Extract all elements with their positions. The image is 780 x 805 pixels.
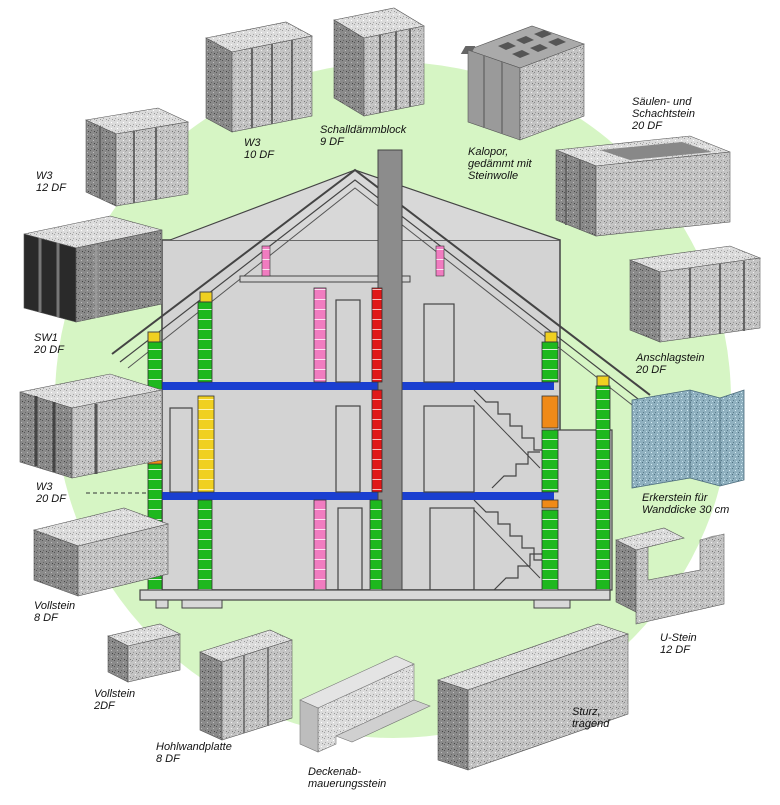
block-w3-20df [19, 373, 163, 479]
block-sw1 [23, 215, 163, 323]
label-line: Hohlwandplatte [156, 741, 232, 753]
label-line: 2DF [94, 700, 115, 712]
label-line: Deckenab- [308, 766, 362, 778]
label-line: W3 [36, 170, 53, 182]
label-line: 20 DF [34, 344, 64, 356]
block-anschlag [628, 245, 762, 343]
label-vollstein-2df: Vollstein 2DF [94, 688, 135, 712]
label-line: gedämmt mit [468, 158, 532, 170]
label-line: SW1 [34, 332, 58, 344]
label-line: Vollstein [34, 600, 76, 612]
label-line: Säulen- und [632, 96, 692, 108]
block-w3-10df [205, 21, 313, 133]
label-line: 12 DF [36, 182, 66, 194]
label-line: Sturz, [572, 706, 601, 718]
block-ustein [615, 527, 725, 625]
label-w3-10df: W3 10 DF [244, 137, 274, 161]
label-line: mauerungsstein [308, 778, 387, 790]
label-line: 8 DF [34, 612, 58, 624]
block-w3-12df [84, 107, 190, 207]
label-line: Kalopor, [468, 146, 509, 158]
label-line: 20 DF [636, 364, 666, 376]
label-schalldaemmblock: Schalldämmblock 9 DF [320, 124, 406, 148]
label-line: U-Stein [660, 632, 697, 644]
block-erker [631, 389, 745, 489]
block-decken [299, 655, 431, 753]
label-line: Erkerstein für [642, 492, 708, 504]
house-cross-section [86, 149, 651, 609]
label-line: W3 [244, 137, 261, 149]
label-line: Steinwolle [468, 170, 519, 182]
block-vollstein-2df [107, 623, 181, 683]
label-decken: Deckenab- mauerungsstein [308, 766, 386, 790]
label-line: 9 DF [320, 136, 344, 148]
label-line: 20 DF [36, 493, 66, 505]
floor-slab-upper [148, 382, 554, 390]
label-line: Anschlagstein [636, 352, 705, 364]
floor-slab-lower [148, 492, 554, 500]
label-w3-20df: W3 20 DF [36, 481, 66, 505]
label-erker: Erkerstein für Wanddicke 30 cm [642, 492, 729, 516]
label-hohlwand: Hohlwandplatte 8 DF [156, 741, 232, 765]
block-saeulen [555, 135, 731, 237]
label-anschlag: Anschlagstein 20 DF [636, 352, 705, 376]
label-line: Schalldämmblock [320, 124, 407, 136]
block-hohlwand [199, 629, 293, 741]
label-line: W3 [36, 481, 53, 493]
label-vollstein-8df: Vollstein 8 DF [34, 600, 75, 624]
label-sturz: Sturz, tragend [572, 706, 609, 730]
label-sw1: SW1 20 DF [34, 332, 64, 356]
label-w3-12df: W3 12 DF [36, 170, 66, 194]
label-line: tragend [572, 718, 610, 730]
label-saeulen: Säulen- und Schachtstein 20 DF [632, 96, 695, 132]
block-vollstein-8df [32, 507, 170, 597]
label-ustein: U-Stein 12 DF [660, 632, 697, 656]
label-line: Vollstein [94, 688, 136, 700]
label-kalopor: Kalopor, gedämmt mit Steinwolle [468, 146, 532, 182]
label-line: 20 DF [632, 120, 662, 132]
block-schalldaemm [333, 7, 425, 117]
label-line: 10 DF [244, 149, 274, 161]
block-sturz [437, 623, 629, 771]
label-line: Schachtstein [632, 108, 695, 120]
block-kalopor [460, 25, 585, 141]
label-line: 8 DF [156, 753, 180, 765]
label-line: Wanddicke 30 cm [642, 504, 730, 516]
label-line: 12 DF [660, 644, 690, 656]
